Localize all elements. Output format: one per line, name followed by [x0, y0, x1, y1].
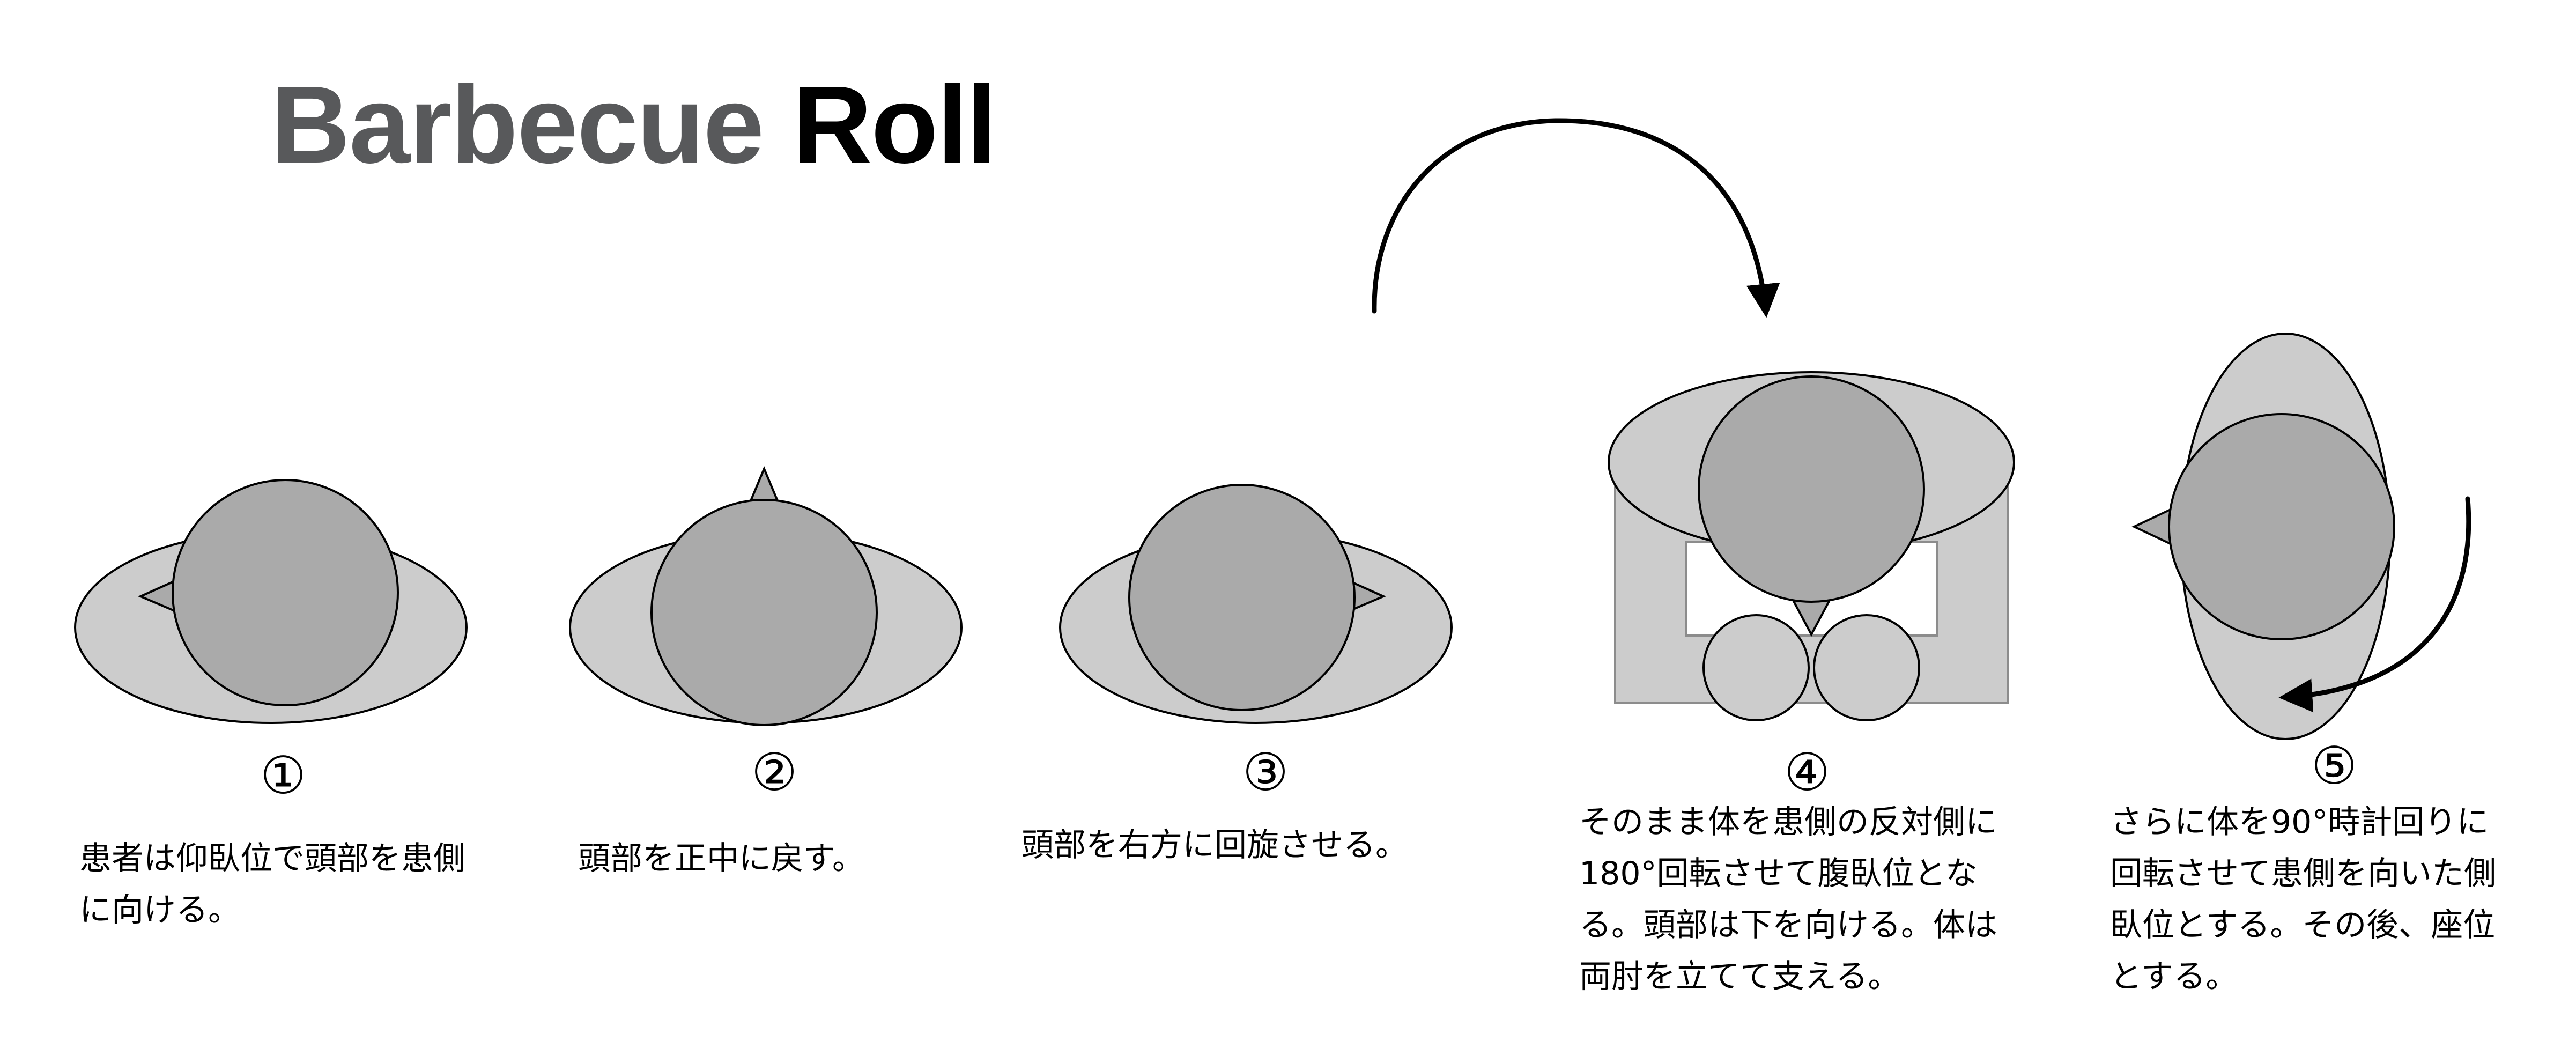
caption-line: 回転させて患側を向いた側 [2110, 855, 2496, 892]
head-shape [1698, 375, 1925, 603]
caption-line: さらに体を90°時計回りに [2110, 803, 2489, 841]
step-5-caption: さらに体を90°時計回りに 回転させて患側を向いた側 臥位とする。その後、座位 … [2110, 796, 2496, 1002]
rotation-arrow-90 [2278, 496, 2471, 713]
step-4-figure [1608, 371, 2015, 721]
step-1-number: ① [260, 745, 307, 806]
caption-line: 180°回転させて腹臥位とな [1579, 855, 1978, 892]
step-2-number: ② [751, 742, 798, 802]
nose-marker [2131, 506, 2174, 547]
head-shape [172, 479, 399, 706]
step-3-caption: 頭部を右方に回旋させる。 [1021, 819, 1408, 871]
right-elbow-shape [1813, 614, 1920, 721]
step-1-figure [74, 479, 468, 724]
step-3-number: ③ [1242, 742, 1289, 802]
caption-line: そのまま体を患側の反対側に [1579, 803, 1997, 841]
caption-line: る。頭部は下を向ける。体は [1579, 906, 1997, 944]
caption-line: 臥位とする。その後、座位 [2110, 906, 2496, 944]
step-5-figure [2131, 333, 2395, 740]
step-1-caption: 患者は仰臥位で頭部を患側 に向ける。 [79, 833, 465, 936]
step-2-caption: 頭部を正中に戻す。 [578, 833, 864, 884]
rotation-arrow-180 [1372, 118, 1780, 318]
head-shape [2168, 413, 2395, 640]
title-part1: Barbecue [271, 63, 764, 186]
caption-line: 頭部を正中に戻す。 [578, 840, 864, 877]
head-shape [1128, 484, 1356, 711]
caption-line: に向ける。 [79, 891, 240, 929]
head-shape [650, 499, 878, 726]
caption-line: 頭部を右方に回旋させる。 [1021, 826, 1408, 864]
step-5-number: ⑤ [2311, 736, 2358, 796]
step-2-figure [569, 466, 963, 726]
caption-line: 患者は仰臥位で頭部を患側 [79, 840, 465, 877]
title-part2: Roll [793, 63, 997, 186]
left-elbow-shape [1702, 614, 1810, 721]
step-3-figure [1059, 484, 1453, 724]
caption-line: とする。 [2110, 958, 2238, 995]
caption-line: 両肘を立てて支える。 [1579, 958, 1900, 995]
step-4-number: ④ [1783, 742, 1831, 802]
diagram-title: Barbecue Roll [271, 70, 997, 180]
step-4-caption: そのまま体を患側の反対側に 180°回転させて腹臥位とな る。頭部は下を向ける。… [1579, 796, 1997, 1002]
